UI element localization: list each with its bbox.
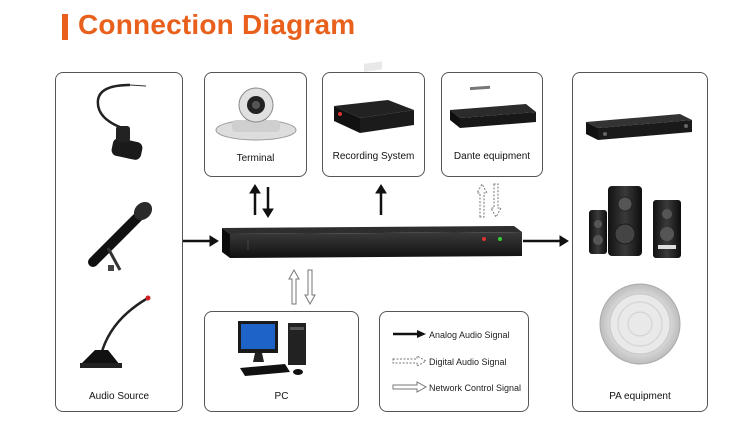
ceiling-speaker-icon (599, 283, 681, 365)
recording-system-label: Recording System (332, 151, 415, 162)
diagram-title: Connection Diagram (78, 9, 356, 40)
dante-device-icon (450, 85, 536, 128)
processor-to-pa-arrow (523, 235, 569, 247)
audio-processor-icon (222, 226, 522, 258)
legend-box: Analog Audio Signal Digital Audio Signal… (379, 311, 529, 412)
hanging-mic-icon (96, 83, 147, 160)
legend-network-text: Network Control Signal (429, 383, 522, 393)
audio-source-label: Audio Source (88, 391, 150, 402)
legend-analog-text: Analog Audio Signal (429, 330, 510, 340)
dante-to-processor-arrow (490, 183, 502, 219)
pa-amplifier-icon (586, 114, 692, 140)
legend-analog-symbol (393, 330, 426, 338)
pc-icon (238, 321, 306, 376)
ptz-camera-icon (215, 87, 297, 141)
audio-source-to-processor-arrow (183, 235, 219, 247)
pc-to-processor-arrow (288, 268, 300, 305)
dante-equipment-label: Dante equipment (453, 151, 531, 162)
handheld-mic-icon (88, 201, 153, 271)
processor-to-recording-arrow (375, 184, 387, 215)
legend-digital-symbol (392, 355, 428, 367)
processor-to-terminal-arrow (249, 184, 261, 215)
processor-to-pc-arrow (304, 269, 316, 306)
terminal-label: Terminal (236, 153, 275, 164)
legend-digital-text: Digital Audio Signal (429, 357, 507, 367)
pc-box: PC (204, 311, 359, 412)
pa-equipment-label: PA equipment (609, 391, 671, 402)
speaker-system-icon (589, 186, 681, 258)
recording-device-icon (334, 61, 414, 133)
conference-mic-icon (80, 295, 151, 368)
terminal-to-processor-arrow (262, 187, 274, 218)
title-accent-bar (62, 14, 68, 40)
legend-network-symbol (392, 381, 428, 393)
processor-to-dante-arrow (476, 182, 488, 218)
pc-label: PC (274, 391, 289, 402)
